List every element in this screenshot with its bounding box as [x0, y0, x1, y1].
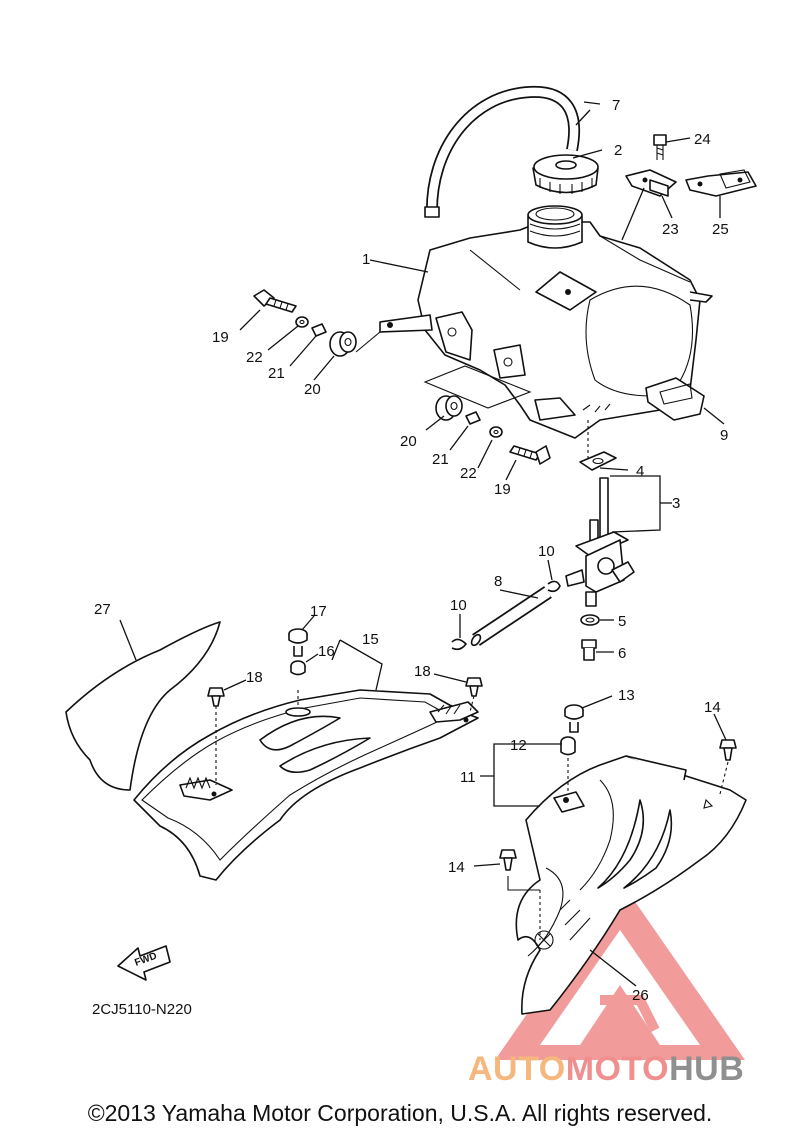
side-cover-right	[515, 755, 747, 1015]
diagram-code: 2CJ5110-N220	[92, 1001, 192, 1018]
callout-4: 4	[636, 463, 644, 480]
washer-22-upper	[295, 316, 309, 328]
callout-20-lower: 20	[400, 433, 417, 450]
watermark-auto: AUTO	[468, 1050, 566, 1088]
copyright-footer: ©2013 Yamaha Motor Corporation, U.S.A. A…	[87, 1100, 713, 1126]
screw-24	[653, 134, 667, 160]
callout-labels: 1 2 3 4 5 6 7 8 9 10 10 11 12 13 14 14 1…	[94, 97, 729, 1004]
callout-22-upper: 22	[246, 349, 263, 366]
screw-13	[564, 704, 584, 733]
callout-12: 12	[510, 737, 527, 754]
watermark-logo: AUTOMOTOHUB	[468, 1050, 744, 1089]
watermark-triangle	[495, 880, 745, 1060]
collar-12	[560, 736, 576, 792]
watermark-hub: HUB	[669, 1050, 745, 1088]
callout-6: 6	[618, 645, 626, 662]
bolt-19-lower	[509, 445, 551, 465]
fuel-cap	[532, 154, 599, 194]
callout-5: 5	[618, 613, 626, 630]
side-cover-left	[133, 689, 479, 881]
o-ring-5	[580, 614, 600, 626]
callout-10-upper: 10	[538, 543, 555, 560]
callout-18-right: 18	[414, 663, 431, 680]
callout-26: 26	[632, 987, 649, 1004]
callout-27: 27	[94, 601, 111, 618]
callout-19-lower: 19	[494, 481, 511, 498]
damper-20-upper	[329, 331, 357, 357]
callout-20-upper: 20	[304, 381, 321, 398]
callout-18-left: 18	[246, 669, 263, 686]
fuel-cock	[565, 477, 635, 607]
watermark-moto: MOTO	[565, 1050, 670, 1088]
damper-20-lower	[435, 395, 463, 421]
callout-3: 3	[672, 495, 680, 512]
callout-24: 24	[694, 131, 711, 148]
collar-21-lower	[465, 411, 481, 425]
collar-21-upper	[311, 323, 327, 337]
callout-21-lower: 21	[432, 451, 449, 468]
callout-8: 8	[494, 573, 502, 590]
callout-22-lower: 22	[460, 465, 477, 482]
decal-27	[65, 621, 221, 791]
leader-upper-mount	[355, 331, 381, 353]
rivet-18-left	[207, 687, 225, 785]
rivet-14-lower	[499, 849, 541, 940]
washer-22-lower	[489, 426, 503, 438]
callout-14-upper: 14	[704, 699, 721, 716]
drain-bolt-6	[581, 639, 597, 661]
callout-2: 2	[614, 142, 622, 159]
gasket-4	[579, 451, 617, 471]
fwd-arrow-icon	[117, 945, 171, 981]
rivet-14-upper	[719, 739, 737, 795]
fuel-hose	[470, 586, 552, 647]
callout-16: 16	[318, 643, 335, 660]
callout-10-lower: 10	[450, 597, 467, 614]
callout-1: 1	[362, 251, 370, 268]
fuel-tank	[379, 205, 713, 460]
callout-11: 11	[460, 769, 476, 786]
screw-17	[288, 628, 308, 657]
rivet-18-right	[465, 677, 483, 713]
leader-lines	[119, 101, 727, 987]
hose-clip-10-upper	[547, 580, 561, 593]
callout-7: 7	[612, 97, 620, 114]
callout-17: 17	[310, 603, 327, 620]
breather-hose	[424, 85, 581, 218]
bracket-25	[685, 169, 757, 197]
callout-9: 9	[720, 427, 728, 444]
collar-16	[290, 660, 306, 676]
hose-clip-10-lower	[451, 638, 467, 651]
damper-9	[645, 377, 705, 421]
callout-25: 25	[712, 221, 729, 238]
bolt-19-upper	[253, 289, 297, 313]
callout-14-lower: 14	[448, 859, 465, 876]
callout-21-upper: 21	[268, 365, 285, 382]
callout-13: 13	[618, 687, 635, 704]
bracket-23	[625, 169, 677, 197]
callout-23: 23	[662, 221, 679, 238]
callout-19-upper: 19	[212, 329, 229, 346]
callout-15: 15	[362, 631, 379, 648]
